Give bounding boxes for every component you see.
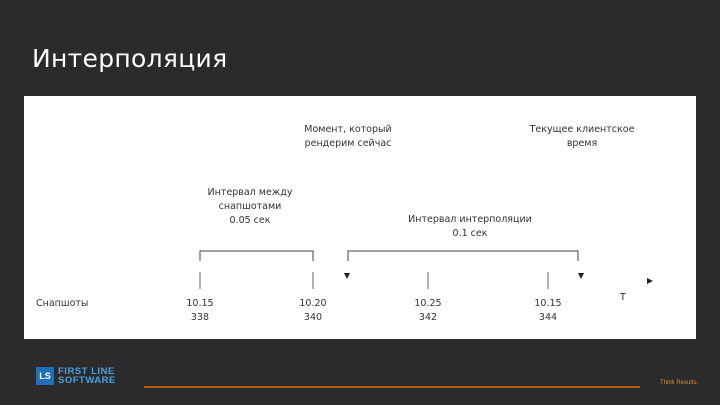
snapshot-interval-label-line2: снапшотами (219, 201, 282, 212)
footer-divider (144, 386, 640, 388)
render-moment-marker (344, 273, 350, 279)
logo-wordmark: FIRST LINE SOFTWARE (58, 366, 116, 386)
logo-line1: FIRST LINE (58, 366, 115, 377)
snapshot-id: 340 (304, 312, 322, 323)
time-axis-label: T (619, 292, 626, 303)
client-time-label-line1: Текущее клиентское (529, 124, 635, 135)
company-logo: LS FIRST LINE SOFTWARE (36, 367, 116, 385)
time-axis-arrow (647, 278, 653, 284)
snapshot-interval-label-line3: 0.05 сек (230, 215, 271, 226)
logo-line2: SOFTWARE (58, 375, 116, 386)
snapshot-interval-bracket (199, 250, 314, 261)
snapshot-id: 344 (539, 312, 557, 323)
interp-interval-label-line2: 0.1 сек (453, 228, 488, 239)
snapshot-interval-label-line1: Интервал между (208, 187, 293, 198)
slide-title: Интерполяция (32, 44, 228, 73)
render-moment-label-line2: рендерим сейчас (305, 138, 392, 149)
render-moment-label-line1: Момент, который (304, 124, 391, 135)
client-time-marker (578, 273, 584, 279)
snapshot-time: 10.15 (534, 298, 561, 309)
timeline-diagram: Момент, который рендерим сейчас Текущее … (36, 124, 653, 323)
logo-mark-icon: LS (36, 367, 54, 385)
tagline: Think Results. (659, 380, 698, 386)
interp-interval-bracket (347, 250, 579, 261)
diagram-panel: Момент, который рендерим сейчас Текущее … (24, 96, 696, 339)
snapshot-id: 338 (191, 312, 209, 323)
client-time-label-line2: время (567, 138, 597, 149)
interp-interval-label-line1: Интервал интерполяции (408, 214, 532, 225)
snapshot-time: 10.15 (186, 298, 213, 309)
snapshot-id: 342 (419, 312, 437, 323)
snapshot-time: 10.20 (299, 298, 326, 309)
snapshots-row-label: Снапшоты (36, 298, 88, 309)
snapshot-time: 10.25 (414, 298, 441, 309)
